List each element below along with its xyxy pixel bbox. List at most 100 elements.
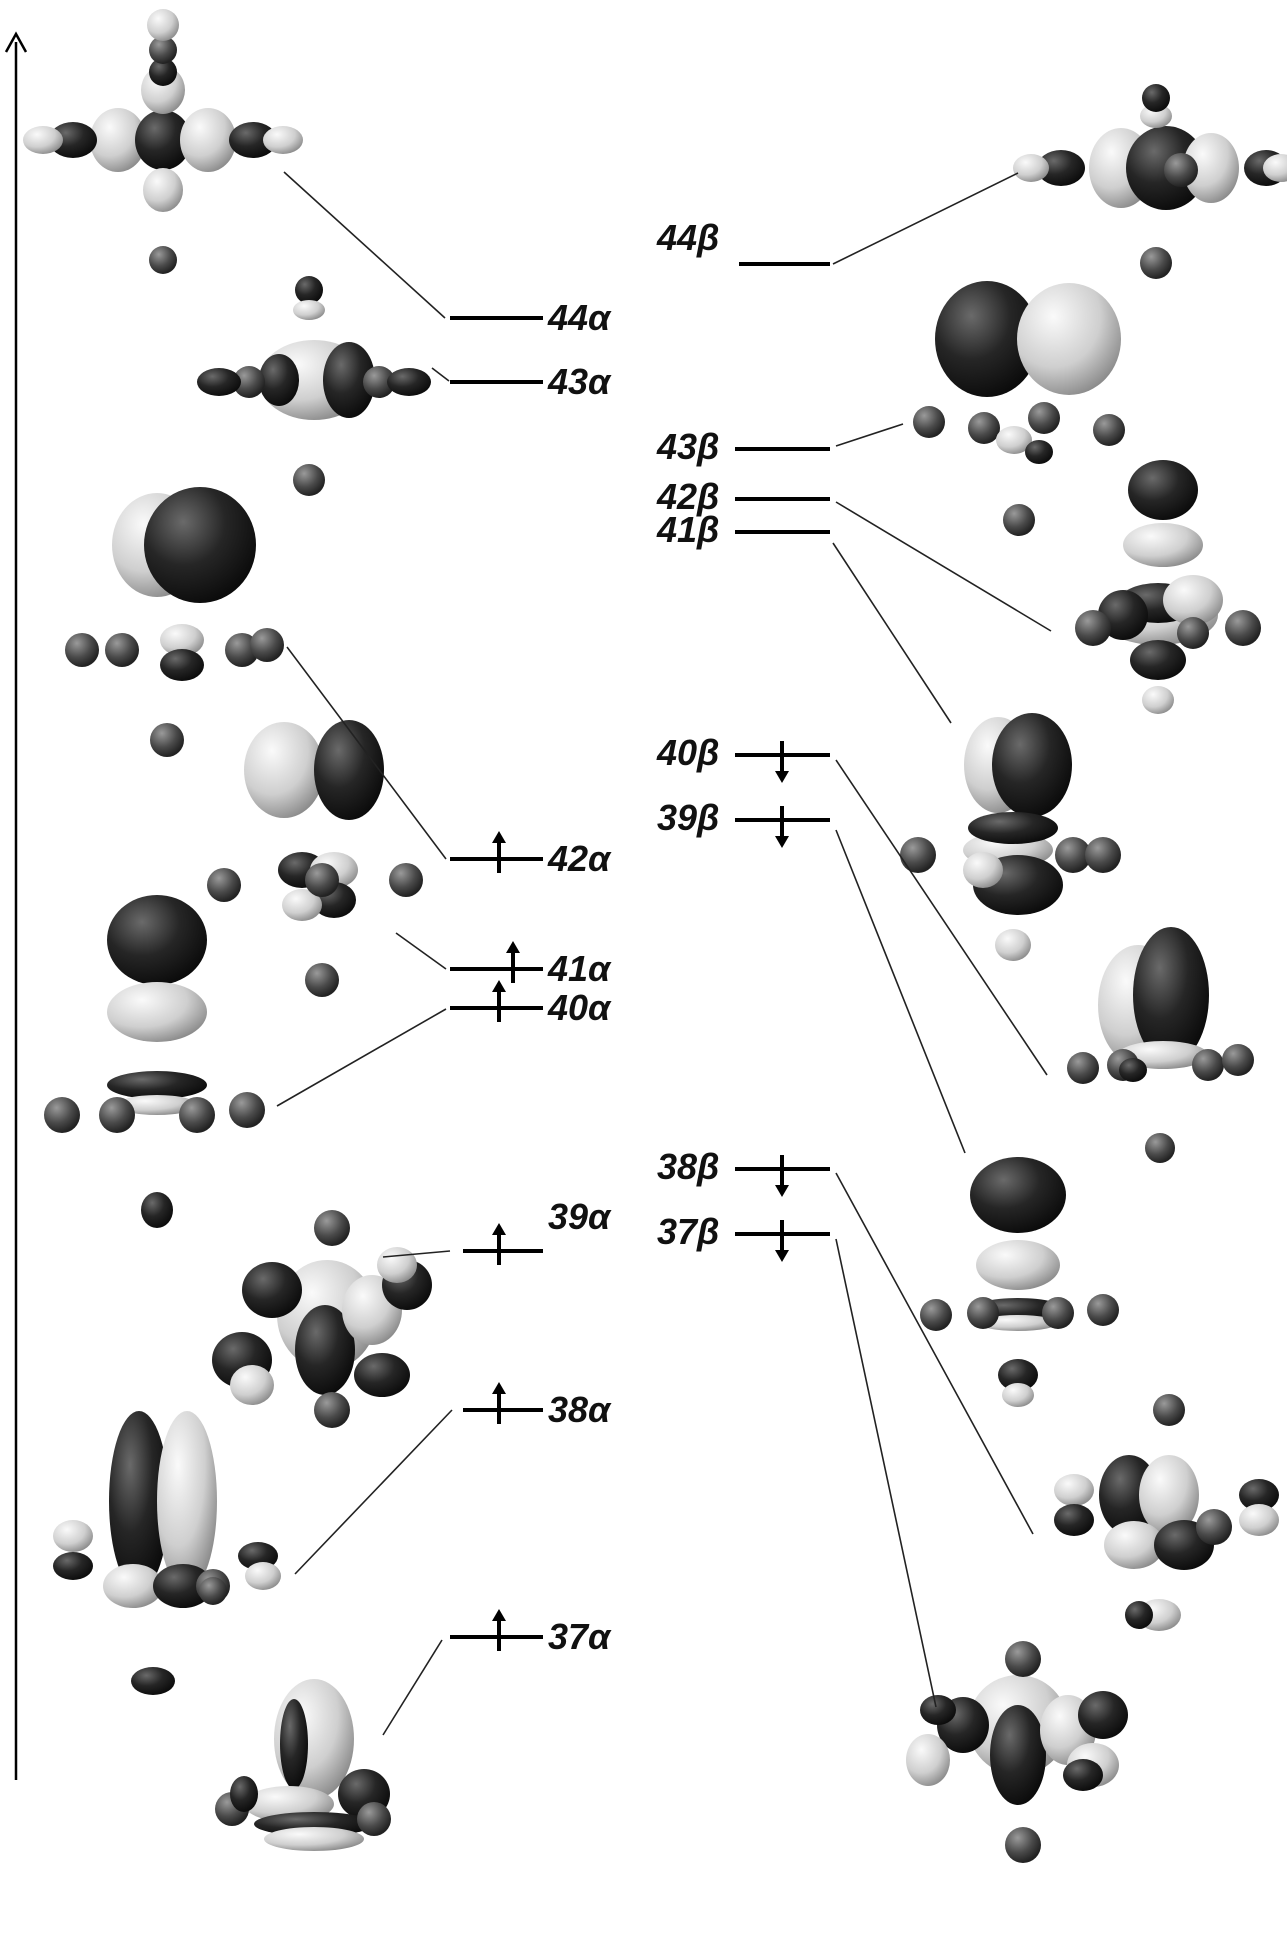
orbital-lobe — [107, 895, 207, 985]
spin-down-arrow-icon — [775, 806, 789, 848]
orbital-lobe — [1142, 686, 1174, 714]
beta-level: 37β — [657, 1211, 830, 1262]
orbital-lobe — [264, 1827, 364, 1851]
orbital-lobe — [1054, 1504, 1094, 1536]
orbital-lobe — [1263, 154, 1287, 182]
beta-level: 42β — [656, 476, 830, 517]
orbital-lobe — [920, 1695, 956, 1725]
orbital-lobe — [293, 300, 325, 320]
atom-sphere — [1145, 1133, 1175, 1163]
orbital-lobe — [1133, 927, 1209, 1063]
connector-line — [395, 932, 447, 970]
atom-sphere — [1003, 504, 1035, 536]
spin-up-arrow-icon — [506, 941, 520, 983]
atom-sphere — [149, 246, 177, 274]
orbital-lobe — [1140, 104, 1172, 128]
connector-line — [286, 646, 447, 860]
beta-level: 40β — [656, 732, 830, 783]
orbital-lobe — [387, 368, 431, 396]
arrow-up-icon — [4, 31, 28, 53]
orbital-lobe — [282, 889, 322, 921]
orbital-lobe — [354, 1353, 410, 1397]
atom-sphere — [305, 963, 339, 997]
connector-line — [283, 171, 446, 319]
orbital-lobe — [1163, 575, 1223, 625]
orbital-lobe — [992, 713, 1072, 817]
atom-sphere — [99, 1097, 135, 1133]
level-label: 37α — [548, 1616, 612, 1657]
alpha-level: 43α — [450, 361, 612, 402]
energy-axis — [4, 31, 28, 1780]
atom-sphere — [900, 837, 936, 873]
alpha-level: 38α — [463, 1382, 612, 1430]
orbital-lobe — [141, 1192, 173, 1228]
orbital-lobe — [242, 1262, 302, 1318]
orbital-lobe — [160, 649, 204, 681]
orbital-isosurfaces — [23, 9, 1287, 1863]
orbital-lobe — [103, 1564, 163, 1608]
orbital-lobe — [229, 122, 277, 158]
level-label: 44α — [547, 297, 612, 338]
connector-lines — [276, 171, 1052, 1736]
orbital-lobe — [1183, 133, 1239, 203]
orbital-lobe — [1239, 1479, 1279, 1511]
orbital-lobe — [263, 126, 303, 154]
atom-sphere — [1067, 1052, 1099, 1084]
orbital-lobe — [935, 281, 1039, 397]
alpha-level: 37α — [450, 1609, 612, 1657]
orbital-isosurface — [913, 281, 1125, 536]
level-label: 38α — [548, 1389, 612, 1430]
spin-up-arrow-icon — [492, 980, 506, 1022]
orbital-lobe — [1054, 1474, 1094, 1506]
orbital-lobe — [107, 982, 207, 1042]
orbital-isosurface — [44, 895, 265, 1228]
connector-line — [835, 423, 904, 447]
orbital-isosurface — [1054, 1394, 1279, 1631]
orbital-lobe — [906, 1734, 950, 1786]
orbital-lobe — [180, 108, 236, 172]
orbital-isosurface — [197, 276, 431, 496]
orbital-isosurface — [1075, 460, 1261, 714]
beta-level: 44β — [656, 217, 830, 266]
orbital-lobe — [230, 1365, 274, 1405]
orbital-lobe — [160, 624, 204, 656]
orbital-lobe — [295, 1305, 355, 1395]
orbital-lobe — [90, 108, 146, 172]
connector-line — [832, 542, 952, 724]
orbital-lobe — [53, 1552, 93, 1580]
orbital-isosurface — [215, 1679, 391, 1851]
alpha-level: 41α — [450, 941, 612, 989]
atom-sphere — [149, 36, 177, 64]
atom-sphere — [968, 412, 1000, 444]
beta-level: 38β — [657, 1146, 830, 1197]
orbital-lobe — [197, 368, 241, 396]
orbital-lobe — [1017, 283, 1121, 395]
level-label: 39α — [548, 1196, 612, 1237]
spin-up-arrow-icon — [492, 1382, 506, 1424]
orbital-lobe — [144, 487, 256, 603]
atom-sphere — [229, 1092, 265, 1128]
orbital-lobe — [280, 1699, 308, 1789]
spin-down-arrow-icon — [775, 1155, 789, 1197]
connector-line — [835, 501, 1052, 632]
orbital-isosurface — [23, 9, 303, 274]
connector-line — [382, 1639, 443, 1736]
atom-sphere — [1055, 837, 1091, 873]
atom-sphere — [233, 366, 265, 398]
orbital-lobe — [1130, 640, 1186, 680]
atom-sphere — [389, 863, 423, 897]
connector-line — [382, 1250, 451, 1258]
atom-sphere — [363, 366, 395, 398]
spin-up-arrow-icon — [492, 831, 506, 873]
atom-sphere — [314, 1210, 350, 1246]
spin-down-arrow-icon — [775, 1220, 789, 1262]
alpha-level: 42α — [450, 831, 612, 879]
atom-sphere — [44, 1097, 80, 1133]
orbital-lobe — [1025, 440, 1053, 464]
orbital-lobe — [1013, 154, 1049, 182]
orbital-lobe — [1123, 523, 1203, 567]
orbital-lobe — [157, 1411, 217, 1591]
